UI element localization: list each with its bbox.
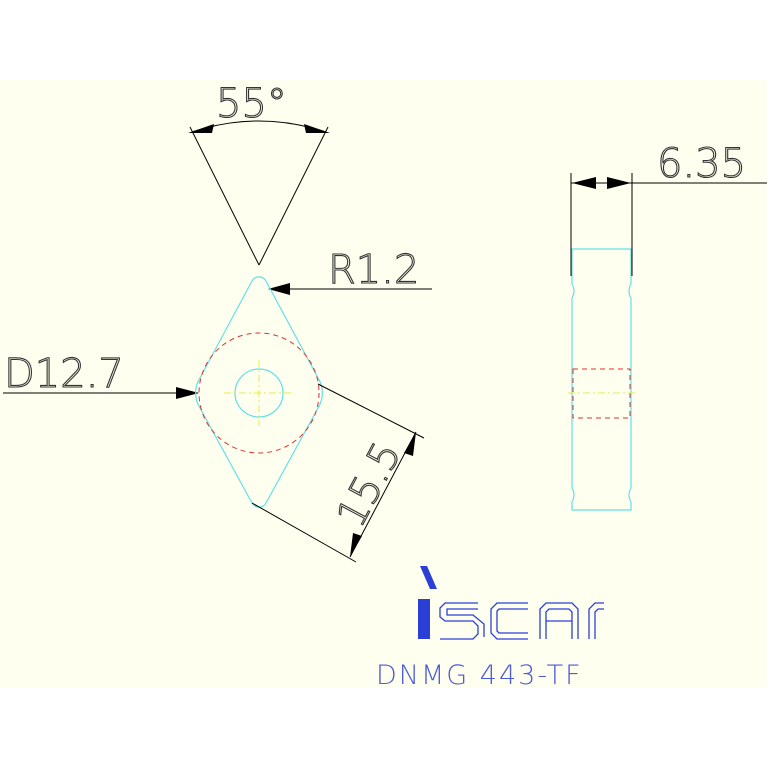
logo-i-dot xyxy=(420,566,437,589)
drawing-sheet xyxy=(0,80,767,687)
part-code: DNMG 443-TF xyxy=(376,660,583,691)
angle-label: 55° xyxy=(216,81,287,127)
insert-side-view xyxy=(568,248,636,511)
insert-top-view xyxy=(195,276,323,508)
radius-dimension: R1.2 xyxy=(268,246,432,295)
insert-outline xyxy=(195,276,323,508)
diameter-dimension: D12.7 xyxy=(3,350,199,399)
iscar-logo: iscar xyxy=(0,0,604,640)
thickness-label: 6.35 xyxy=(657,141,746,187)
thickness-dimension: 6.35 xyxy=(570,140,767,276)
diameter-label: D12.7 xyxy=(4,351,124,397)
logo-text: iscar xyxy=(0,0,3,1)
angle-dimension: 55° xyxy=(188,80,330,266)
inscribed-circle xyxy=(198,332,320,454)
radius-label: R1.2 xyxy=(328,247,419,293)
logo-i xyxy=(418,599,430,639)
side-outline xyxy=(571,248,632,511)
